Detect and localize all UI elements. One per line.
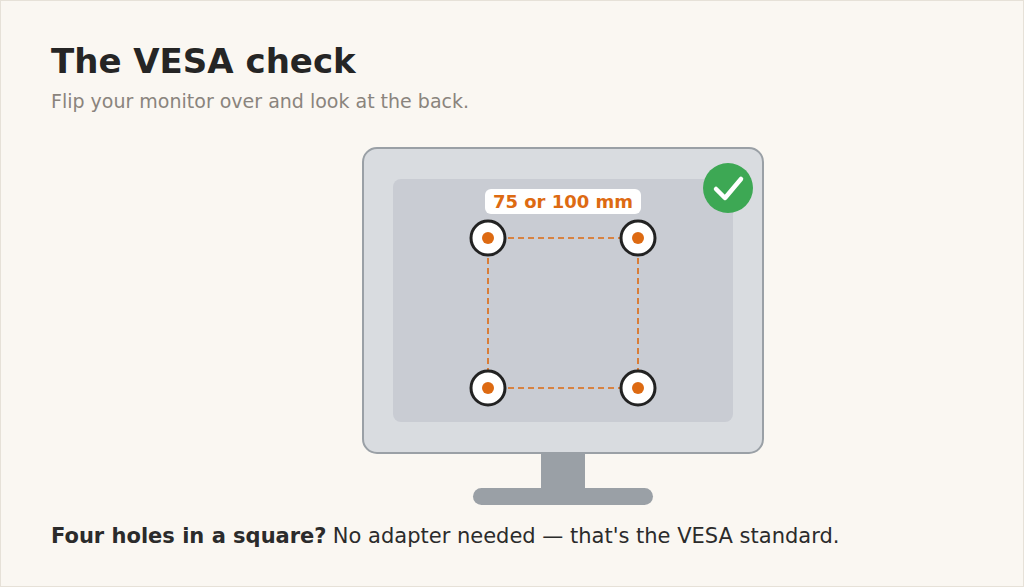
hole-center bbox=[632, 232, 644, 244]
hole-square bbox=[488, 238, 638, 388]
stand-base bbox=[473, 488, 653, 505]
dash-line bbox=[488, 387, 638, 389]
mount-hole bbox=[471, 221, 505, 255]
dash-line bbox=[488, 237, 638, 239]
footer-answer: No adapter needed — that's the VESA stan… bbox=[333, 524, 840, 548]
dimension-label: 75 or 100 mm bbox=[485, 189, 641, 214]
hole-center bbox=[482, 382, 494, 394]
monitor-housing bbox=[363, 148, 763, 453]
page-title: The VESA check bbox=[51, 41, 356, 81]
hole-center bbox=[482, 232, 494, 244]
mount-hole bbox=[471, 371, 505, 405]
dash-line bbox=[487, 238, 489, 388]
stand-neck bbox=[541, 453, 585, 493]
monitor-back-panel bbox=[393, 179, 733, 422]
dash-line bbox=[637, 238, 639, 388]
footer-question: Four holes in a square? bbox=[51, 524, 327, 548]
check-mark bbox=[716, 179, 741, 198]
hole-center bbox=[632, 382, 644, 394]
footer-note: Four holes in a square?No adapter needed… bbox=[51, 524, 839, 548]
subtitle: Flip your monitor over and look at the b… bbox=[51, 90, 469, 112]
mount-hole bbox=[621, 371, 655, 405]
check-badge bbox=[703, 163, 753, 213]
mount-holes bbox=[471, 221, 655, 405]
mount-hole bbox=[621, 221, 655, 255]
